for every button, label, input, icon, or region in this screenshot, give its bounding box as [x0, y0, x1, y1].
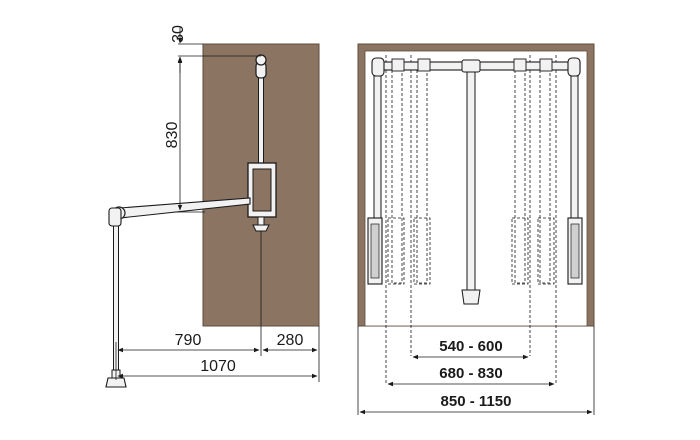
front-view: 540 - 600 680 - 830 850 - 1150 [357, 43, 595, 415]
center-rod [461, 71, 481, 305]
side-view: 30 830 790 280 1070 [105, 25, 320, 388]
dim-inner-width: 540 - 600 [412, 338, 529, 360]
left-mount-arm [367, 57, 385, 285]
dim-depth-right-label: 280 [277, 332, 304, 349]
dim-lift-height: 830 [164, 57, 205, 213]
dim-outer-width: 850 - 1150 [359, 393, 593, 415]
dim-height-label: 830 [164, 122, 181, 149]
dim-depth-right: 280 [262, 332, 318, 353]
swing-arm [108, 197, 251, 227]
range-guide-lines [385, 55, 557, 385]
lift-handle-frame [247, 162, 277, 232]
top-rail [373, 58, 581, 73]
dim-top-label: 30 [170, 25, 187, 43]
dim-middle-width: 680 - 830 [387, 365, 555, 387]
dim-total-label: 1070 [200, 358, 236, 375]
dim-total-depth: 1070 [117, 358, 318, 379]
dim-middle-label: 680 - 830 [439, 365, 502, 382]
cabinet-interior [364, 50, 588, 327]
dim-outer-label: 850 - 1150 [441, 393, 512, 410]
right-mount-arm [567, 57, 583, 285]
dim-depth-left: 790 [117, 332, 260, 353]
dim-depth-left-label: 790 [175, 332, 202, 349]
dim-inner-label: 540 - 600 [439, 338, 502, 355]
